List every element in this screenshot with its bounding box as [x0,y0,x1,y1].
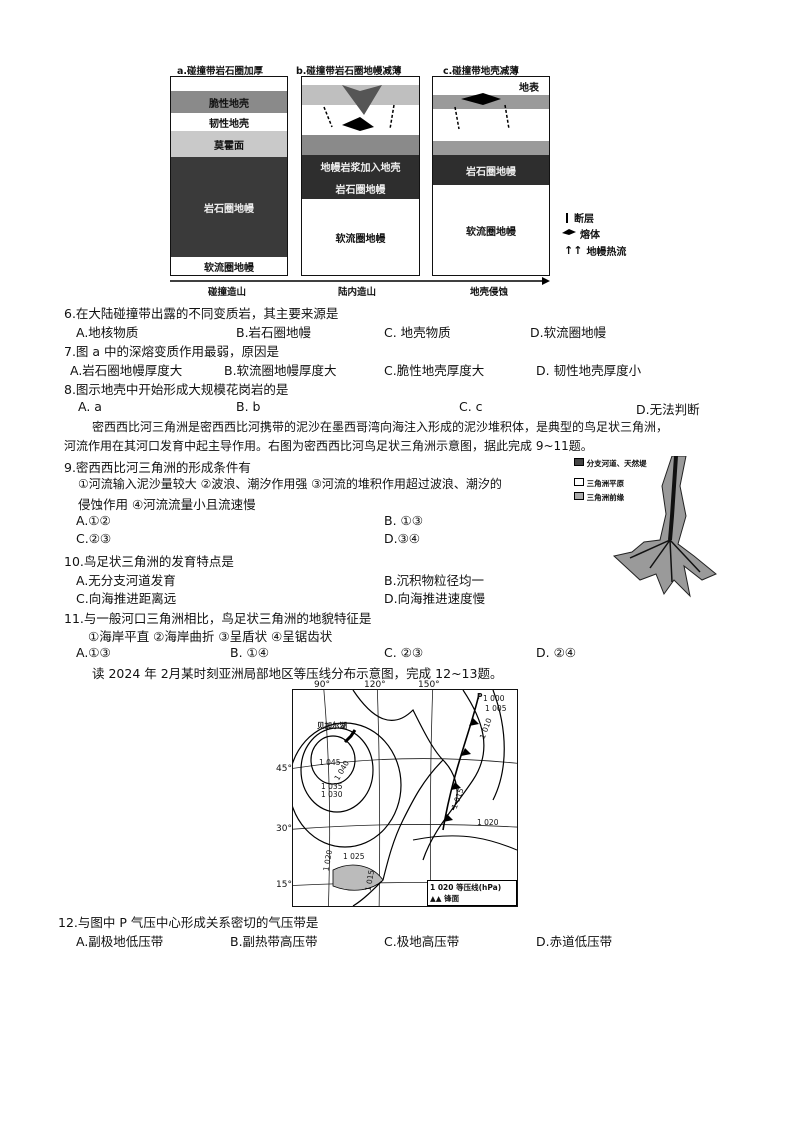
isobar-label-1045: 1 045 [319,758,341,767]
b-asthenosphere-layer: 软流圈地幔 [302,199,419,275]
asthenosphere-layer: 软流圈地幔 [171,257,287,275]
isobar-label-1030: 1 030 [321,790,343,799]
q11-option-d[interactable]: D. ②④ [536,645,576,660]
legend-melt: 熔体 [562,226,600,241]
q11-option-b[interactable]: B. ①④ [230,645,269,660]
q10-option-d[interactable]: D.向海推进速度慢 [384,591,486,606]
q6-option-d[interactable]: D.软流圈地幔 [530,325,607,340]
q12-option-c[interactable]: C.极地高压带 [384,934,460,949]
question-10-stem: 10.鸟足状三角洲的发育特点是 [64,554,234,569]
melt-icon [562,228,576,239]
q6-option-b[interactable]: B.岩石圈地幔 [236,325,312,340]
q6-option-c[interactable]: C. 地壳物质 [384,325,451,340]
delta-legend-channel: 分支河道、天然堤 [574,458,647,469]
delta-legend-plain: 三角洲平原 [574,478,624,489]
q7-option-b[interactable]: B.软流圈地幔厚度大 [224,363,337,378]
legend-isobar: 1 020 等压线(hPa) [430,883,502,892]
passage-2: 读 2024 年 2月某时刻亚洲局部地区等压线分布示意图，完成 12~13题。 [92,666,503,681]
isobar-lines [293,690,517,906]
lon-label-150: 150° [418,680,440,690]
q10-option-a[interactable]: A.无分支河道发育 [76,573,176,588]
lon-label-90: 90° [314,680,330,690]
surface-label: 地表 [519,83,539,94]
question-11-line-1: ①海岸平直 ②海岸曲折 ③呈盾状 ④呈锯齿状 [88,629,333,644]
front-icon: ▲▲ [430,894,442,903]
lat-label-15: 15° [276,880,292,890]
q9-option-d[interactable]: D.③④ [384,531,421,546]
q7-option-d[interactable]: D. 韧性地壳厚度小 [536,363,642,378]
question-8-stem: 8.图示地壳中开始形成大规模花岗岩的是 [64,382,289,397]
ductile-crust-layer: 韧性地壳 [171,113,287,131]
axis-label-collision: 碰撞造山 [208,287,247,298]
column-b: 地幔岩浆加入地壳 岩石圈地幔 软流圈地幔 [301,76,420,276]
channel-legend-icon [574,458,584,466]
question-9-stem: 9.密西西比河三角洲的形成条件有 [64,460,251,475]
q9-option-b[interactable]: B. ①③ [384,513,423,528]
pressure-center-p: P [477,692,483,701]
isobar-label-1035: 1 035 [321,782,343,791]
delta-legend-front: 三角洲前缘 [574,492,624,503]
brittle-crust-layer: 脆性地壳 [171,91,287,113]
q12-option-d[interactable]: D.赤道低压带 [536,934,613,949]
isobar-label-1025: 1 025 [343,852,365,861]
lat-label-45: 45° [276,764,292,774]
lat-label-30: 30° [276,824,292,834]
c-asthenosphere-layer: 软流圈地幔 [433,185,549,275]
q10-option-b[interactable]: B.沉积物粒径均一 [384,573,485,588]
legend-heatflow: ↑↑ 地幔热流 [564,244,627,258]
axis-label-erosion: 地壳侵蚀 [470,287,509,298]
column-c: 岩石圈地幔 软流圈地幔 地表 [432,76,550,276]
question-6-stem: 6.在大陆碰撞带出露的不同变质岩，其主要来源是 [64,306,339,321]
lon-label-120: 120° [364,680,386,690]
q6-option-a[interactable]: A.地核物质 [76,325,139,340]
q10-option-c[interactable]: C.向海推进距离远 [76,591,177,606]
q8-option-c[interactable]: C. c [459,399,483,414]
passage-1-line-2: 河流作用在其河口发育中起主导作用。右图为密西西比河鸟足状三角洲示意图，据此完成 … [64,439,593,453]
b-lithosphere-mantle-layer: 岩石圈地幔 [302,177,419,199]
col-c-title: c.碰撞带地壳减薄 [443,66,519,77]
q7-option-c[interactable]: C.脆性地壳厚度大 [384,363,485,378]
passage-1-line-1: 密西西比河三角洲是密西西比河携带的泥沙在墨西哥湾向海注入形成的泥沙堆积体，是典型… [92,420,669,434]
axis-label-intracontinental: 陆内造山 [338,287,377,298]
isobar-label-1005: 1 005 [485,704,507,713]
front-legend-icon [574,492,584,500]
c-fault-melt-marks [454,93,510,130]
q12-option-a[interactable]: A.副极地低压带 [76,934,164,949]
legend-fault: 断层 [566,210,594,225]
question-11-stem: 11.与一般河口三角洲相比，鸟足状三角洲的地貌特征是 [64,611,372,626]
question-12-stem: 12.与图中 P 气压中心形成关系密切的气压带是 [58,915,319,930]
map-legend: 1 020 等压线(hPa) ▲▲ 锋面 [427,880,517,906]
bird-foot-delta-map [612,456,717,598]
map-frame: 贝加尔湖 P 1 000 1 005 1 010 1 015 1 020 1 0… [292,689,518,907]
fault-icon [566,212,570,223]
q8-option-b[interactable]: B. b [236,399,261,414]
q9-option-a[interactable]: A.①② [76,513,111,528]
q8-option-a[interactable]: A. a [78,399,102,414]
c-lithosphere-mantle-layer: 岩石圈地幔 [433,155,549,185]
question-9-line-2: 侵蚀作用 ④河流流量小且流速慢 [78,497,256,512]
moho-layer: 莫霍面 [171,131,287,157]
q9-option-c[interactable]: C.②③ [76,531,112,546]
col-a-title: a.碰撞带岩石圈加厚 [177,66,264,77]
plain-legend-icon [574,478,584,486]
mantle-magma-layer: 地幔岩浆加入地壳 [302,155,419,177]
q11-option-a[interactable]: A.①③ [76,645,111,660]
question-9-line-1: ①河流输入泥沙量较大 ②波浪、潮汐作用强 ③河流的堆积作用超过波浪、潮汐的 [78,477,502,491]
legend-front: ▲▲ 锋面 [430,894,460,903]
question-7-stem: 7.图 a 中的深熔变质作用最弱，原因是 [64,344,280,359]
lake-baikal-label: 贝加尔湖 [317,721,347,730]
q7-option-a[interactable]: A.岩石圈地幔厚度大 [70,363,183,378]
column-a: 脆性地壳 韧性地壳 莫霍面 岩石圈地幔 软流圈地幔 [170,76,288,276]
q12-option-b[interactable]: B.副热带高压带 [230,934,318,949]
isobar-label-1000: 1 000 [483,694,505,703]
q11-option-c[interactable]: C. ②③ [384,645,424,660]
b-fault-melt-marks [323,85,395,131]
heat-flow-icon: ↑↑ [564,244,583,257]
lithosphere-mantle-layer: 岩石圈地幔 [171,157,287,257]
q8-option-d[interactable]: D.无法判断 [636,402,700,417]
isobar-label-1020: 1 020 [477,818,499,827]
col-b-title: b.碰撞带岩石圈地幔减薄 [296,66,402,77]
process-axis-arrow [170,277,550,285]
